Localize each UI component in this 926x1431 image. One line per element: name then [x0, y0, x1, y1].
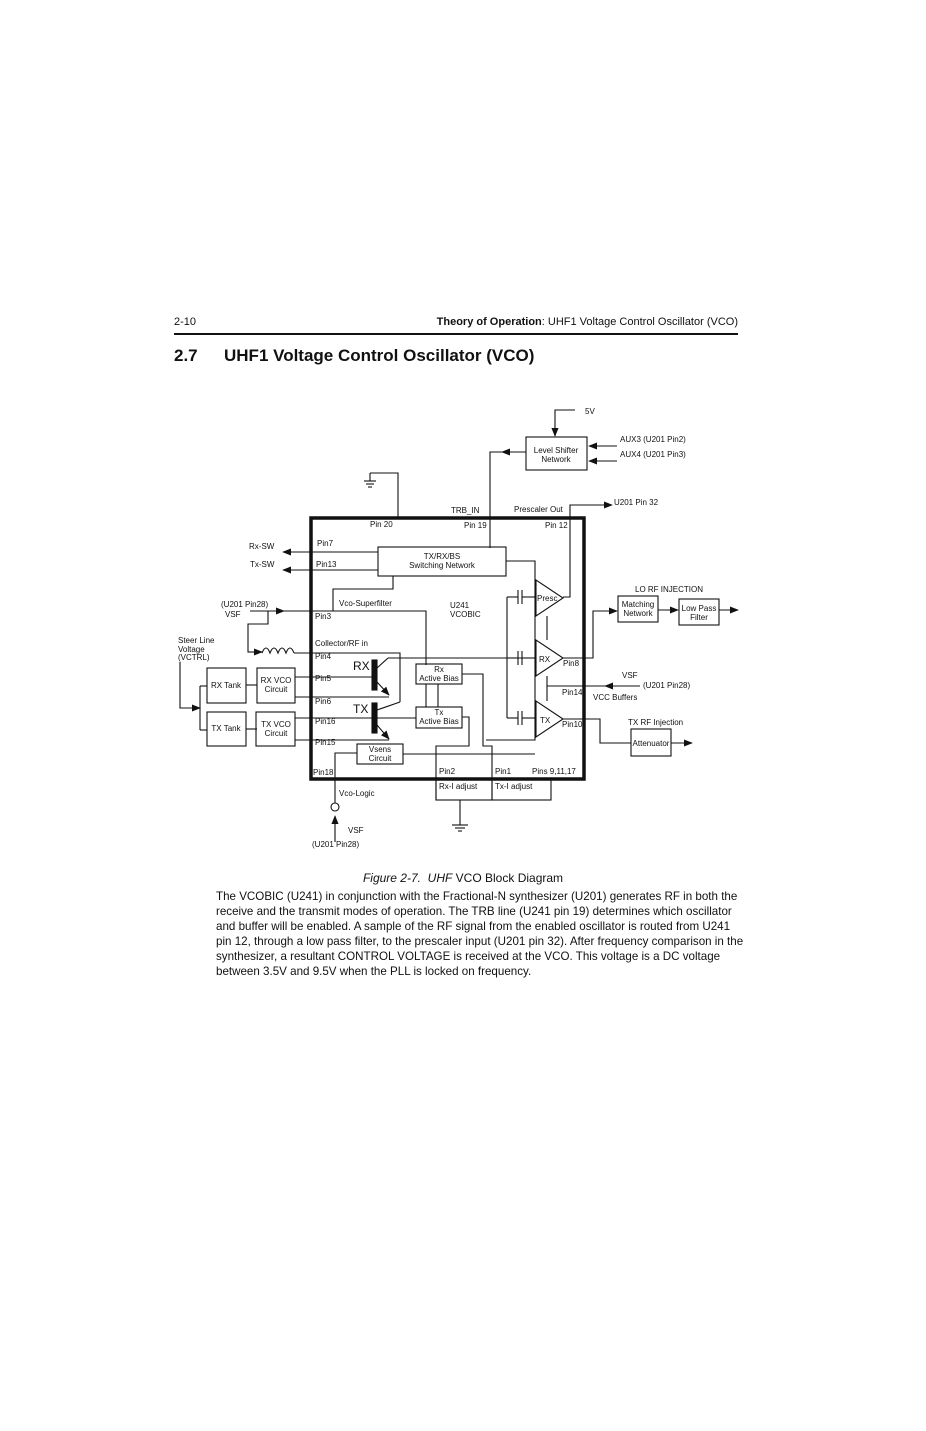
- label-vco-logic: Vco-Logic: [339, 789, 375, 798]
- label-vsf-right: VSF: [622, 671, 638, 680]
- label-tx-rf-injection: TX RF Injection: [628, 718, 683, 727]
- figure-caption: Figure 2-7. UHF VCO Block Diagram: [0, 871, 926, 885]
- label-rx-tank: RX Tank: [211, 681, 242, 690]
- label-pin15: Pin15: [315, 738, 336, 747]
- label-tx-amp: TX: [540, 716, 551, 725]
- label-tx-i-adjust: Tx-I adjust: [495, 782, 533, 791]
- matching-network-line1: Matching: [622, 600, 654, 609]
- label-aux3: AUX3 (U201 Pin2): [620, 435, 686, 444]
- figure-number: Figure 2-7.: [362, 871, 421, 885]
- low-pass-filter-line2: Filter: [690, 613, 708, 622]
- label-vsf-right-source: (U201 Pin28): [643, 681, 690, 690]
- label-vsf-bottom: VSF: [348, 826, 364, 835]
- tx-active-bias-line2: Active Bias: [419, 717, 459, 726]
- label-pin1: Pin1: [495, 767, 512, 776]
- rx-vco-circuit-line2: Circuit: [265, 685, 288, 694]
- label-collector-rf-in: Collector/RF in: [315, 639, 368, 648]
- label-rx-i-adjust: Rx-I adjust: [439, 782, 478, 791]
- tx-amplifier: [535, 699, 564, 739]
- label-pin13: Pin13: [316, 560, 337, 569]
- steer-line-1: Steer Line: [178, 636, 215, 645]
- presc-amplifier: [535, 578, 564, 618]
- page-number: 2-10: [174, 316, 197, 328]
- label-pin16: Pin16: [315, 717, 336, 726]
- label-pin10: Pin10: [562, 720, 583, 729]
- label-pin19: Pin 19: [464, 521, 487, 530]
- label-rx-sw: Rx-SW: [249, 542, 275, 551]
- label-vsf-bottom-source: (U201 Pin28): [312, 840, 359, 849]
- section-title: 2.7 UHF1 Voltage Control Oscillator (VCO): [174, 346, 534, 366]
- vsens-line2: Circuit: [369, 754, 392, 763]
- low-pass-filter-line1: Low Pass: [682, 604, 717, 613]
- label-tx-sw: Tx-SW: [250, 560, 275, 569]
- level-shifter-line2: Network: [541, 455, 571, 464]
- label-vco-superfilter: Vco-Superfilter: [339, 599, 392, 608]
- body-paragraph: The VCOBIC (U241) in conjunction with th…: [216, 890, 744, 978]
- label-aux4: AUX4 (U201 Pin3): [620, 450, 686, 459]
- matching-network-box: [617, 595, 659, 623]
- label-pin3: Pin3: [315, 612, 332, 621]
- label-pin18: Pin18: [313, 768, 334, 777]
- figure-italic-prefix: UHF: [427, 871, 453, 885]
- label-vsf-left-source: (U201 Pin28): [221, 600, 268, 609]
- level-shifter-box: [525, 436, 588, 471]
- level-shifter-line1: Level Shifter: [534, 446, 579, 455]
- rx-amplifier: [535, 638, 564, 678]
- section-number: 2.7: [174, 346, 198, 365]
- label-pin8: Pin8: [563, 659, 580, 668]
- label-pin20: Pin 20: [370, 520, 393, 529]
- running-head: Theory of Operation: UHF1 Voltage Contro…: [437, 316, 738, 328]
- header-rule: [174, 333, 738, 335]
- ic-name-line2: VCOBIC: [450, 610, 481, 619]
- label-pin4: Pin4: [315, 652, 332, 661]
- switching-network-line2: Switching Network: [409, 561, 476, 570]
- label-pin14: Pin14: [562, 688, 583, 697]
- tx-vco-circuit-box: [255, 711, 296, 747]
- matching-network-line2: Network: [623, 609, 653, 618]
- rx-active-bias-line1: Rx: [434, 665, 444, 674]
- label-pin5: Pin5: [315, 674, 332, 683]
- label-vcc-buffers: VCC Buffers: [593, 693, 637, 702]
- label-presc: Presc: [537, 594, 557, 603]
- label-rx-amp: RX: [539, 655, 551, 664]
- label-pin6: Pin6: [315, 697, 332, 706]
- label-attenuator: Attenuator: [633, 739, 670, 748]
- tx-vco-circuit-line2: Circuit: [265, 729, 288, 738]
- rx-vco-circuit-box: [256, 667, 296, 704]
- label-5v: 5V: [585, 407, 595, 416]
- tx-vco-circuit-line1: TX VCO: [261, 720, 291, 729]
- steer-line-2: Voltage: [178, 645, 205, 654]
- ic-name-line1: U241: [450, 601, 470, 610]
- rx-vco-circuit-line1: RX VCO: [261, 676, 292, 685]
- label-pin12: Pin 12: [545, 521, 568, 530]
- running-head-bold: Theory of Operation: [436, 316, 542, 328]
- figure-title: VCO Block Diagram: [455, 871, 564, 885]
- label-vsf-left: VSF: [225, 610, 241, 619]
- label-pin2: Pin2: [439, 767, 456, 776]
- label-prescaler-out: Prescaler Out: [514, 505, 564, 514]
- tx-active-bias-line1: Tx: [435, 708, 444, 717]
- low-pass-filter-box: [678, 598, 720, 626]
- label-tx-transistor: TX: [353, 702, 368, 716]
- section-heading: UHF1 Voltage Control Oscillator (VCO): [224, 346, 535, 365]
- running-head-rest: : UHF1 Voltage Control Oscillator (VCO): [541, 316, 738, 328]
- vco-block-diagram: 5V Level Shifter Network AUX3 (U201 Pin2…: [178, 407, 739, 849]
- label-pin7: Pin7: [317, 539, 334, 548]
- label-tx-tank: TX Tank: [211, 724, 241, 733]
- label-lo-rf-injection: LO RF INJECTION: [635, 585, 703, 594]
- steer-line-3: (VCTRL): [178, 653, 210, 662]
- label-rx-transistor: RX: [353, 659, 370, 673]
- vsens-line1: Vsens: [369, 745, 391, 754]
- switching-network-line1: TX/RX/BS: [424, 552, 460, 561]
- label-pins-9-11-17: Pins 9,11,17: [532, 767, 576, 776]
- rx-active-bias-line2: Active Bias: [419, 674, 459, 683]
- label-trb-in: TRB_IN: [451, 506, 480, 515]
- label-u201-pin32: U201 Pin 32: [614, 498, 659, 507]
